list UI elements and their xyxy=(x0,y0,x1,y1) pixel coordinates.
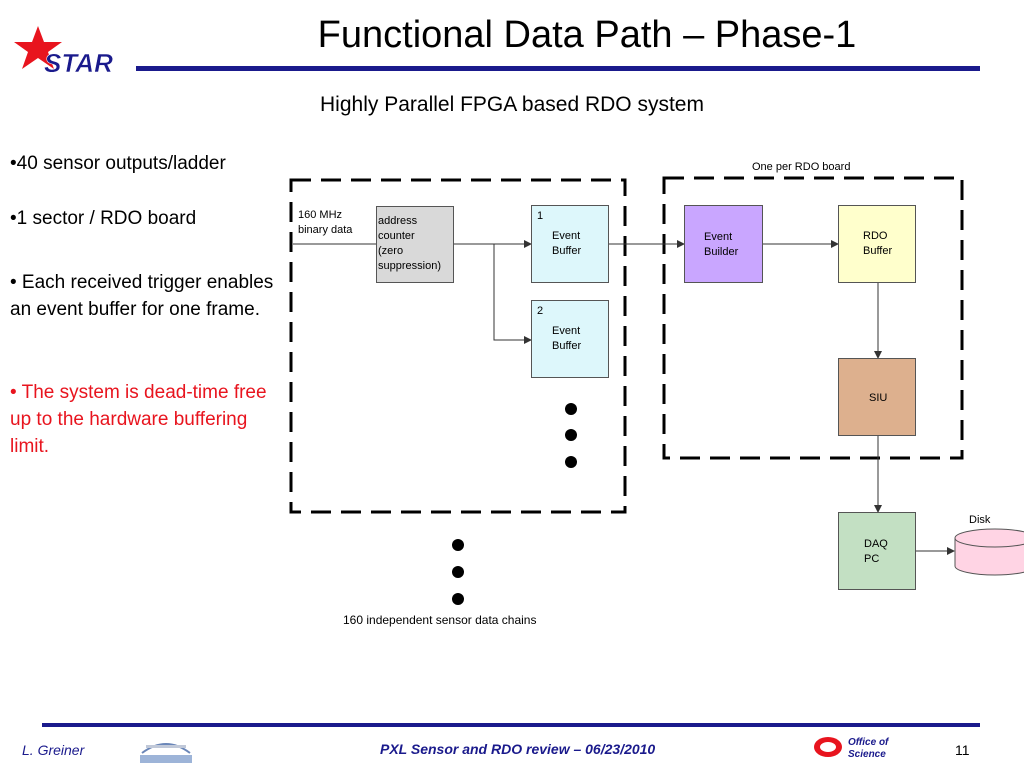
buffer-more-dot xyxy=(565,403,577,415)
buffer-label: Event xyxy=(552,230,581,242)
bullet-sector: •1 sector / RDO board xyxy=(10,208,197,229)
address-counter-line: counter xyxy=(378,230,415,242)
disk-label: Disk xyxy=(969,514,991,526)
event-builder-label: Builder xyxy=(704,246,739,258)
buffer-label: Event xyxy=(552,325,581,337)
addr-to-buffer2 xyxy=(493,244,532,344)
rdo-buffer-label: RDO xyxy=(863,230,888,242)
office-of-science-logo: Office of Science xyxy=(812,733,908,765)
chain-more-dot xyxy=(452,539,464,551)
office-logo-line-1: Office of xyxy=(848,737,890,748)
chains-label: 160 independent sensor data chains xyxy=(343,613,537,627)
address-counter-line: suppression) xyxy=(378,260,441,272)
event-buffer-2: 2 Event Buffer xyxy=(531,300,609,378)
address-counter-line: (zero xyxy=(378,245,404,257)
footer-event: PXL Sensor and RDO review – 06/23/2010 xyxy=(380,741,656,757)
event-builder-label: Event xyxy=(704,231,733,243)
buffer-number: 1 xyxy=(537,210,544,222)
page-subtitle: Highly Parallel FPGA based RDO system xyxy=(320,93,704,116)
input-label: 160 MHz binary data xyxy=(298,208,352,238)
sector-frame xyxy=(289,178,627,514)
siu-label: SIU xyxy=(869,392,888,404)
daq-pc-label: PC xyxy=(864,553,880,565)
input-type-label: binary data xyxy=(298,224,353,236)
star-logo: STAR xyxy=(10,22,130,82)
footer-divider xyxy=(42,723,980,727)
address-counter-line: address xyxy=(378,215,418,227)
bullet-dead-time: • The system is dead-time free up to the… xyxy=(10,382,267,457)
rdo-board-frame xyxy=(662,176,964,460)
chain-more-dot xyxy=(452,566,464,578)
rdo-board-label: One per RDO board xyxy=(752,161,851,173)
lab-logo xyxy=(138,733,194,765)
chain-more-dot xyxy=(452,593,464,605)
office-logo-line-2: Science xyxy=(848,749,886,760)
disk-icon xyxy=(954,528,1024,576)
bullet-sensor-outputs: •40 sensor outputs/ladder xyxy=(10,153,226,174)
input-rate-label: 160 MHz xyxy=(298,209,343,221)
star-logo-text: STAR xyxy=(44,48,113,78)
daq-pc-label: DAQ xyxy=(864,538,888,550)
title-divider xyxy=(136,66,980,71)
buffer-more-dot xyxy=(565,429,577,441)
buffer-number: 2 xyxy=(537,305,544,317)
address-counter-box: address counter (zero suppression) xyxy=(376,206,454,283)
siu-box: SIU xyxy=(838,358,916,436)
event-builder-box: Event Builder xyxy=(684,205,763,283)
rdo-buffer-box: RDO Buffer xyxy=(838,205,916,283)
buffer-more-dot xyxy=(565,456,577,468)
event-buffer-1: 1 Event Buffer xyxy=(531,205,609,283)
buffer-label: Buffer xyxy=(552,340,582,352)
buffer-label: Buffer xyxy=(552,245,582,257)
footer-author: L. Greiner xyxy=(22,742,85,758)
red-star-icon xyxy=(14,26,62,69)
page-number: 11 xyxy=(955,742,970,758)
rdo-buffer-label: Buffer xyxy=(863,245,893,257)
bullet-trigger: • Each received trigger enables an event… xyxy=(10,272,274,320)
page-title: Functional Data Path – Phase-1 xyxy=(317,14,857,56)
daq-pc-box: DAQ PC xyxy=(838,512,916,590)
